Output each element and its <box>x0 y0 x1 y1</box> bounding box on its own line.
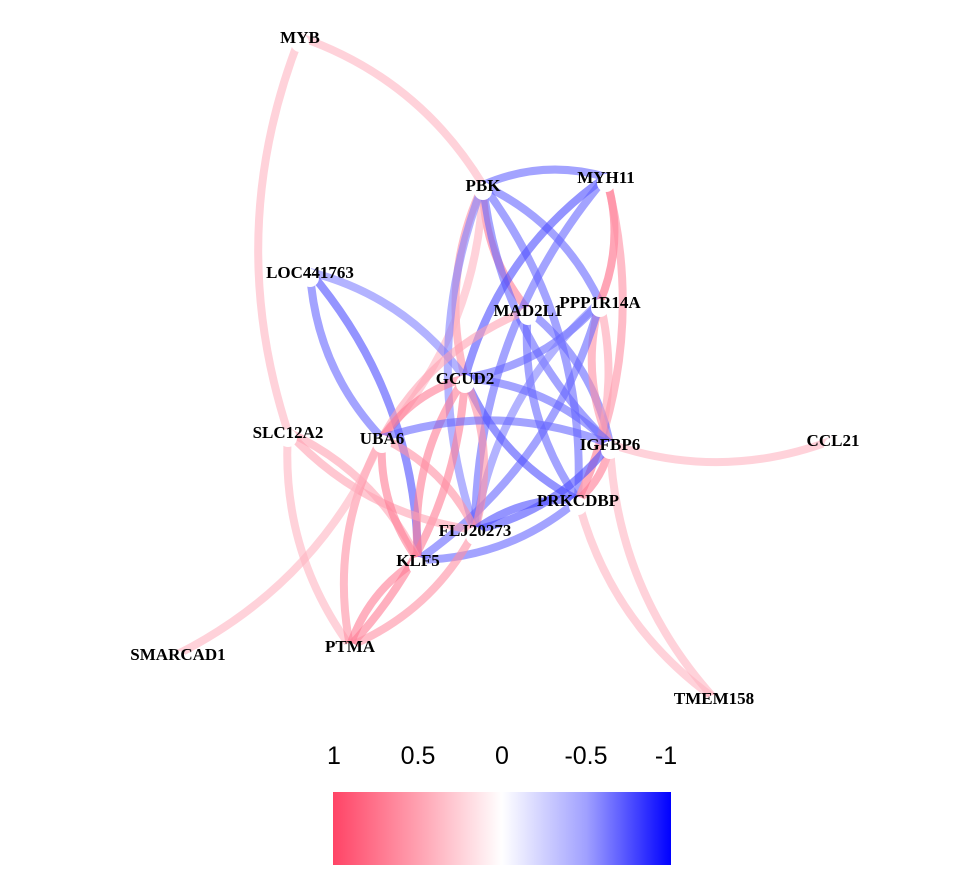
node-CCL21: CCL21 <box>807 431 860 455</box>
edge-MYH11-GCUD2 <box>461 173 609 380</box>
node-dot <box>601 441 619 459</box>
edge-PPP1R14A-PRKCDBP <box>574 301 613 502</box>
edge-layer <box>176 33 835 702</box>
node-dot <box>466 527 484 545</box>
node-dot <box>705 695 723 713</box>
node-FLJ20273: FLJ20273 <box>439 521 512 545</box>
legend-tick: 0.5 <box>400 742 436 770</box>
edge-UBA6-SMARCAD1 <box>176 436 386 658</box>
node-label: LOC441763 <box>266 263 354 282</box>
edge-PRKCDBP-KLF5 <box>417 496 581 564</box>
edge-PBK-MYH11 <box>481 165 608 189</box>
node-IGFBP6: IGFBP6 <box>580 435 640 459</box>
edge-IGFBP6-CCL21 <box>608 436 835 467</box>
node-dot <box>456 375 474 393</box>
node-dot <box>597 174 615 192</box>
node-label: MAD2L1 <box>494 301 563 320</box>
node-dot <box>824 437 842 455</box>
node-MYH11: MYH11 <box>577 168 635 192</box>
node-dot <box>169 651 187 669</box>
node-label: PBK <box>466 176 502 195</box>
edge-KLF5-PTMA <box>346 556 421 648</box>
node-dot <box>591 299 609 317</box>
edge-UBA6-FLJ20273 <box>380 434 479 532</box>
edge-FLJ20273-PTMA <box>348 528 479 650</box>
node-TMEM158: TMEM158 <box>674 689 754 713</box>
node-SLC12A2: SLC12A2 <box>253 423 324 447</box>
node-dot <box>301 269 319 287</box>
node-PPP1R14A: PPP1R14A <box>559 293 641 317</box>
node-label: PPP1R14A <box>559 293 641 312</box>
node-dot <box>519 307 537 325</box>
edge-PRKCDBP-FLJ20273 <box>472 495 579 534</box>
node-label: SLC12A2 <box>253 423 324 442</box>
legend-tick: 0 <box>495 742 509 770</box>
edge-UBA6-IGFBP6 <box>380 416 612 448</box>
node-label: UBA6 <box>360 429 404 448</box>
edge-GCUD2-UBA6 <box>378 374 467 441</box>
node-label: MYB <box>280 28 320 47</box>
node-dot <box>279 429 297 447</box>
edge-MYB-SLC12A2 <box>254 35 304 434</box>
node-dot <box>474 182 492 200</box>
legend-tick: -0.5 <box>564 742 608 770</box>
edge-PPP1R14A-KLF5 <box>415 300 604 564</box>
node-dot <box>409 557 427 575</box>
node-label: GCUD2 <box>436 369 495 388</box>
node-LOC441763: LOC441763 <box>266 263 354 287</box>
legend-tick: 1 <box>327 742 341 770</box>
edge-PRKCDBP-TMEM158 <box>574 498 717 702</box>
colorbar-gradient <box>333 792 671 865</box>
edge-PBK-PPP1R14A <box>481 181 604 304</box>
node-label: FLJ20273 <box>439 521 512 540</box>
node-PTMA: PTMA <box>325 637 376 661</box>
node-KLF5: KLF5 <box>396 551 440 575</box>
node-dot <box>291 34 309 52</box>
node-UBA6: UBA6 <box>360 429 404 453</box>
legend-tick: -1 <box>654 742 678 770</box>
node-SMARCAD1: SMARCAD1 <box>130 645 226 669</box>
node-dot <box>341 643 359 661</box>
node-MYB: MYB <box>280 28 320 52</box>
node-label: KLF5 <box>396 551 439 570</box>
edge-GCUD2-IGFBP6 <box>464 374 613 447</box>
node-dot <box>373 435 391 453</box>
edge-GCUD2-FLJ20273 <box>461 376 489 532</box>
node-GCUD2: GCUD2 <box>436 369 495 393</box>
node-label: PRKCDBP <box>537 491 619 510</box>
node-PRKCDBP: PRKCDBP <box>537 491 619 515</box>
edge-IGFBP6-TMEM158 <box>606 443 717 701</box>
node-label: MYH11 <box>577 168 635 187</box>
edge-LOC441763-UBA6 <box>306 271 385 441</box>
edge-MAD2L1-PRKCDBP <box>522 309 582 503</box>
node-label: CCL21 <box>807 431 860 450</box>
node-MAD2L1: MAD2L1 <box>494 301 563 325</box>
node-label: PTMA <box>325 637 376 656</box>
node-label: IGFBP6 <box>580 435 640 454</box>
edge-MYH11-FLJ20273 <box>471 174 610 531</box>
node-label: SMARCAD1 <box>130 645 225 664</box>
node-label: TMEM158 <box>674 689 754 708</box>
node-PBK: PBK <box>466 176 502 200</box>
node-dot <box>569 497 587 515</box>
edge-MYB-PBK <box>298 33 487 188</box>
edge-SLC12A2-PTMA <box>283 431 354 649</box>
